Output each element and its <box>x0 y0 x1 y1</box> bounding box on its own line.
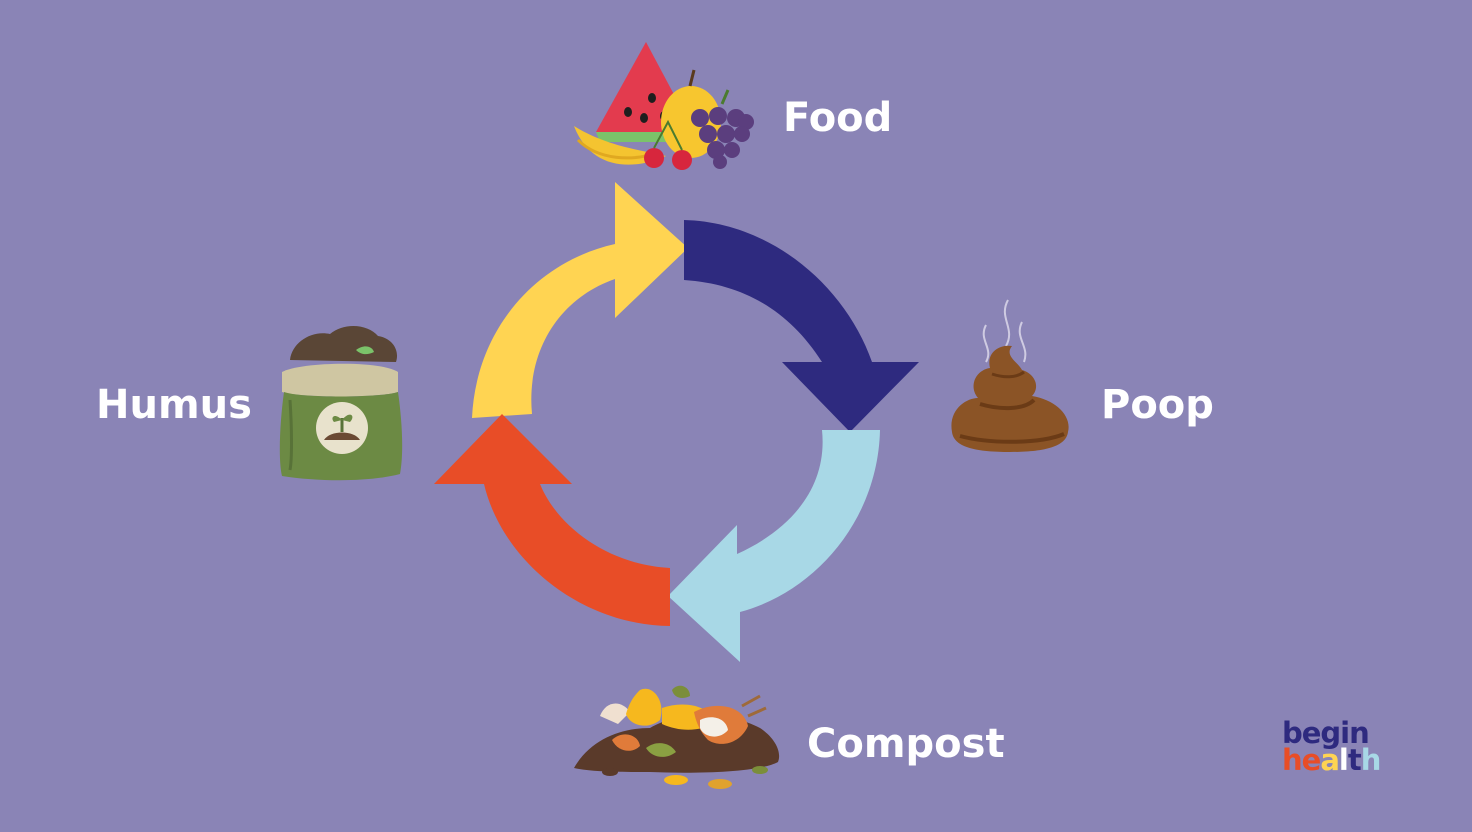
fruit-icon <box>574 42 754 170</box>
logo-letter: h <box>1282 743 1303 777</box>
logo-letter: e <box>1301 743 1322 777</box>
compost-pile-icon <box>574 685 780 789</box>
logo-letter: a <box>1320 743 1340 777</box>
humus-bag-icon <box>279 325 403 481</box>
arrow-poop-to-compost <box>668 430 880 662</box>
begin-health-logo: begin health <box>1282 716 1382 777</box>
logo-letter: t <box>1347 743 1362 777</box>
stage-label-compost: Compost <box>807 721 1005 767</box>
logo-letter: h <box>1360 743 1382 777</box>
arrow-compost-to-humus <box>434 414 670 626</box>
stage-label-poop: Poop <box>1101 382 1214 428</box>
stage-label-food: Food <box>783 95 893 141</box>
stage-label-humus: Humus <box>96 382 252 428</box>
arrow-humus-to-food <box>472 182 688 418</box>
logo-line-1: begin <box>1282 716 1370 750</box>
logo-letter: l <box>1338 743 1349 777</box>
cycle-arrows <box>434 182 919 662</box>
logo-line-2: health <box>1282 743 1382 777</box>
arrow-food-to-poop <box>684 220 919 432</box>
poop-icon <box>951 299 1069 452</box>
